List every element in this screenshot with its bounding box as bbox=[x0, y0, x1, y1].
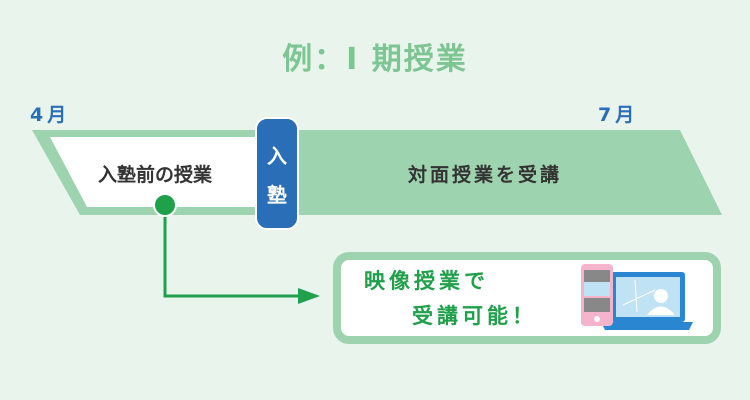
arrow-head-icon bbox=[298, 288, 320, 304]
end-month: 7月 bbox=[598, 104, 639, 126]
callout-line-1: 映像授業で bbox=[364, 269, 489, 293]
start-dot bbox=[153, 193, 177, 217]
enrollment-char-1: 入 bbox=[267, 143, 287, 168]
enrollment-char-2: 塾 bbox=[267, 182, 287, 207]
pre-period-box bbox=[50, 137, 255, 207]
start-month: 4月 bbox=[30, 104, 71, 126]
arrow-line bbox=[163, 207, 300, 298]
callout-line-2: 受講可能！ bbox=[412, 304, 537, 328]
page-title: 例：I 期授業 bbox=[282, 42, 468, 77]
devices-icon bbox=[581, 264, 693, 330]
enrollment-marker: 入 塾 bbox=[255, 117, 299, 230]
in-person-label: 対面授業を受講 bbox=[407, 164, 562, 186]
pre-enrollment-label: 入塾前の授業 bbox=[97, 164, 212, 186]
